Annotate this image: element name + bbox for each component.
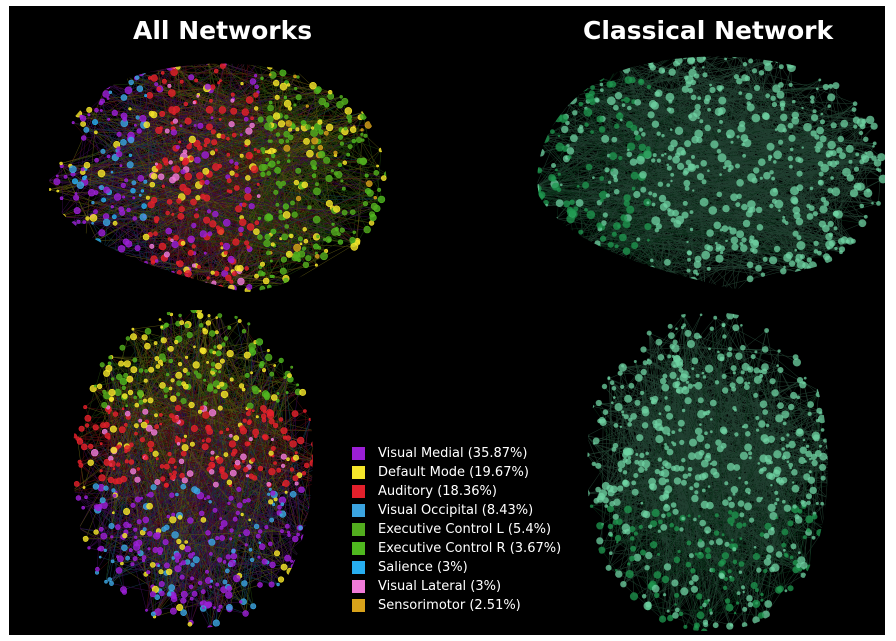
- network-nodes: [49, 63, 387, 292]
- legend-item-executive-control-l: Executive Control L (5.4%): [352, 520, 561, 539]
- legend-swatch-salience: [352, 561, 365, 574]
- network-legend: Visual Medial (35.87%) Default Mode (19.…: [352, 444, 561, 615]
- legend-label-executive-control-l: Executive Control L (5.4%): [378, 522, 552, 537]
- classical-network-lateral-view: [537, 56, 885, 289]
- legend-label-visual-occipital: Visual Occipital (8.43%): [378, 503, 534, 518]
- legend-label-visual-lateral: Visual Lateral (3%): [378, 579, 502, 594]
- legend-item-auditory: Auditory (18.36%): [352, 482, 561, 501]
- all-networks-lateral-view: [49, 63, 387, 292]
- network-nodes: [73, 310, 313, 628]
- legend-swatch-visual-lateral: [352, 580, 365, 593]
- legend-label-executive-control-r: Executive Control R (3.67%): [378, 541, 562, 556]
- legend-swatch-default-mode: [352, 466, 365, 479]
- classical-network-title: Classical Network: [583, 16, 834, 45]
- legend-swatch-auditory: [352, 485, 365, 498]
- legend-label-auditory: Auditory (18.36%): [378, 484, 497, 499]
- legend-item-visual-lateral: Visual Lateral (3%): [352, 577, 561, 596]
- all-networks-top-view: [73, 310, 313, 628]
- legend-item-visual-occipital: Visual Occipital (8.43%): [352, 501, 561, 520]
- legend-item-salience: Salience (3%): [352, 558, 561, 577]
- legend-swatch-executive-control-l: [352, 523, 365, 536]
- network-figure: All Networks Classical Network Visual Me…: [9, 6, 885, 635]
- legend-label-visual-medial: Visual Medial (35.87%): [378, 446, 528, 461]
- legend-swatch-visual-occipital: [352, 504, 365, 517]
- legend-item-default-mode: Default Mode (19.67%): [352, 463, 561, 482]
- legend-swatch-executive-control-r: [352, 542, 365, 555]
- network-nodes: [587, 312, 828, 631]
- all-networks-title: All Networks: [133, 16, 313, 45]
- legend-label-salience: Salience (3%): [378, 560, 468, 575]
- brain-network-graphs: [49, 56, 885, 631]
- classical-network-top-view: [587, 312, 828, 631]
- legend-swatch-visual-medial: [352, 447, 365, 460]
- legend-label-sensorimotor: Sensorimotor (2.51%): [378, 598, 521, 613]
- legend-label-default-mode: Default Mode (19.67%): [378, 465, 529, 480]
- legend-item-sensorimotor: Sensorimotor (2.51%): [352, 596, 561, 615]
- legend-swatch-sensorimotor: [352, 599, 365, 612]
- legend-item-executive-control-r: Executive Control R (3.67%): [352, 539, 561, 558]
- legend-item-visual-medial: Visual Medial (35.87%): [352, 444, 561, 463]
